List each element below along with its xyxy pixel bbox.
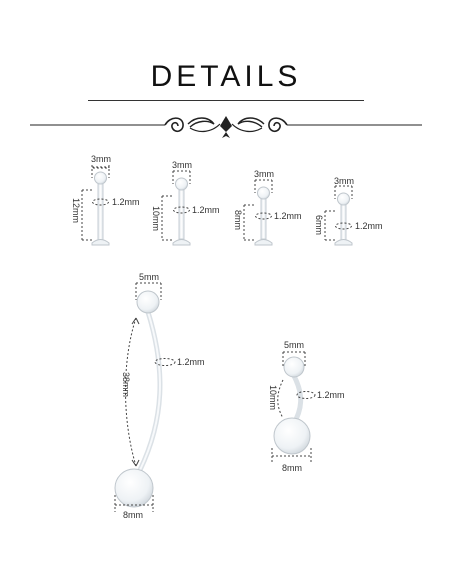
labret-2-length-label: 10mm: [151, 206, 161, 232]
banana-small-gauge-label: 1.2mm: [317, 390, 345, 400]
labret-1-ball-label: 3mm: [91, 154, 111, 164]
banana-large-bottom-ball-label: 8mm: [123, 510, 143, 520]
banana-large-gauge-label: 1.2mm: [177, 357, 205, 367]
ornament-divider: [30, 116, 422, 138]
labret-3-gauge-label: 1.2mm: [274, 211, 302, 221]
title-underline: [88, 100, 364, 101]
labret-1-length-label: 12mm: [71, 198, 81, 224]
labret-3-ball-label: 3mm: [254, 169, 274, 179]
banana-barbell-10mm: [271, 351, 316, 462]
labret-2-ball-label: 3mm: [172, 160, 192, 170]
banana-small-length-label: 10mm: [268, 385, 278, 411]
banana-small-bottom-ball-label: 8mm: [282, 463, 302, 473]
page-title: DETAILS: [150, 60, 302, 93]
labret-4-ball-label: 3mm: [334, 176, 354, 186]
labret-2-gauge-label: 1.2mm: [192, 205, 220, 215]
labret-4-length-label: 6mm: [314, 215, 324, 235]
labret-1-gauge-label: 1.2mm: [112, 197, 140, 207]
labret-8mm: [243, 179, 273, 246]
labret-12mm: [81, 165, 110, 246]
labret-4-gauge-label: 1.2mm: [355, 221, 383, 231]
banana-large-length-label: 38mm: [121, 372, 131, 398]
banana-barbell-38mm: [114, 282, 176, 512]
labret-3-length-label: 8mm: [233, 210, 243, 230]
labret-6mm: [324, 185, 353, 246]
labret-10mm: [161, 170, 191, 246]
banana-small-top-ball-label: 5mm: [284, 340, 304, 350]
banana-large-top-ball-label: 5mm: [139, 272, 159, 282]
